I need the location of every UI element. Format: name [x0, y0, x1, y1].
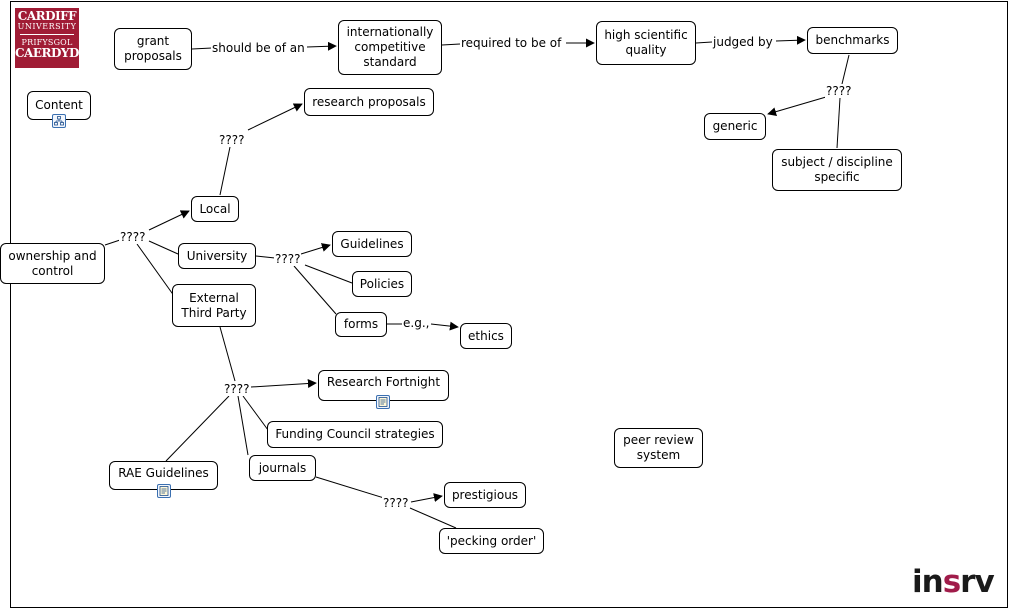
link-label-journals-unknown: ???? — [382, 496, 410, 510]
link-unknown-to-guidelines — [300, 243, 331, 255]
concept-ethics[interactable]: ethics — [460, 323, 512, 349]
link-unknown-to-funding — [242, 395, 269, 431]
link-unknown-to-rae — [165, 395, 230, 462]
link-quality-to-label — [695, 41, 713, 44]
link-university-to-unknown — [255, 255, 276, 259]
link-ownership-to-unknown — [104, 239, 121, 246]
link-unknown-to-fortnight — [250, 379, 317, 388]
link-unknown-to-local — [148, 210, 190, 231]
link-label-ownership-unknown: ???? — [119, 230, 147, 244]
link-label-judged-by: judged by — [712, 35, 774, 49]
concept-international-standard[interactable]: internationally competitive standard — [338, 20, 442, 75]
link-label-required-to-be-of: required to be of — [460, 36, 563, 50]
concept-research-fortnight[interactable]: Research Fortnight — [318, 370, 449, 401]
link-unknown-to-generic — [767, 96, 827, 117]
document-icon[interactable] — [376, 395, 390, 409]
concept-external-third-party[interactable]: External Third Party — [172, 284, 256, 327]
concept-university[interactable]: University — [178, 243, 256, 269]
concept-guidelines[interactable]: Guidelines — [332, 231, 412, 257]
link-label-to-standard — [306, 41, 337, 51]
link-unknown-to-journals — [237, 395, 249, 456]
link-label-university-unknown: ???? — [274, 252, 302, 266]
concept-journals[interactable]: journals — [249, 455, 316, 481]
concept-high-scientific-quality[interactable]: high scientific quality — [596, 21, 696, 65]
link-unknown-to-university — [148, 240, 179, 255]
link-benchmarks-to-unknown — [841, 54, 850, 85]
concept-forms[interactable]: forms — [335, 312, 387, 337]
link-unknown-to-policies — [304, 264, 353, 284]
concept-local[interactable]: Local — [191, 196, 239, 222]
concept-subject-discipline-specific[interactable]: subject / discipline specific — [772, 149, 902, 191]
link-unknown-to-pecking — [409, 507, 457, 529]
link-label-to-benchmarks — [775, 35, 806, 45]
link-standard-to-label — [441, 43, 461, 46]
cardiff-university-logo: CARDIFF UNIVERSITY PRIFYSGOL CAERDYDD — [15, 8, 89, 68]
concept-peer-review-system[interactable]: peer review system — [614, 428, 703, 468]
link-label-benchmarks-unknown: ???? — [825, 84, 853, 98]
link-local-to-unknown — [219, 146, 231, 196]
link-label-eg: e.g., — [402, 316, 431, 330]
link-journals-to-unknown — [315, 476, 385, 499]
diagram-frame — [10, 1, 1008, 608]
concept-prestigious[interactable]: prestigious — [444, 482, 526, 508]
link-label-external-unknown: ???? — [223, 382, 251, 396]
link-eg-to-ethics — [430, 321, 459, 331]
concept-funding-council-strategies[interactable]: Funding Council strategies — [267, 421, 443, 448]
insrv-logo: insrv — [912, 564, 995, 600]
link-grant-to-label — [191, 47, 213, 50]
concept-grant-proposals[interactable]: grant proposals — [114, 28, 192, 70]
concept-benchmarks[interactable]: benchmarks — [807, 27, 898, 54]
link-unknown-to-forms — [293, 265, 337, 315]
concept-research-proposals[interactable]: research proposals — [304, 88, 434, 116]
concept-generic[interactable]: generic — [704, 113, 766, 140]
link-unknown-to-research-proposals — [247, 103, 303, 131]
link-label-local-unknown: ???? — [218, 133, 246, 147]
link-label-should-be-of-an: should be of an — [211, 41, 306, 55]
link-unknown-to-subject — [836, 97, 841, 149]
concept-ownership-and-control[interactable]: ownership and control — [0, 243, 105, 284]
link-unknown-to-prestigious — [410, 493, 443, 503]
concept-policies[interactable]: Policies — [352, 271, 412, 297]
link-external-to-unknown — [219, 326, 236, 382]
link-unknown-to-external — [136, 243, 178, 301]
concept-map-icon[interactable] — [52, 114, 66, 128]
concept-pecking-order[interactable]: 'pecking order' — [439, 528, 544, 554]
document-icon[interactable] — [157, 484, 171, 498]
